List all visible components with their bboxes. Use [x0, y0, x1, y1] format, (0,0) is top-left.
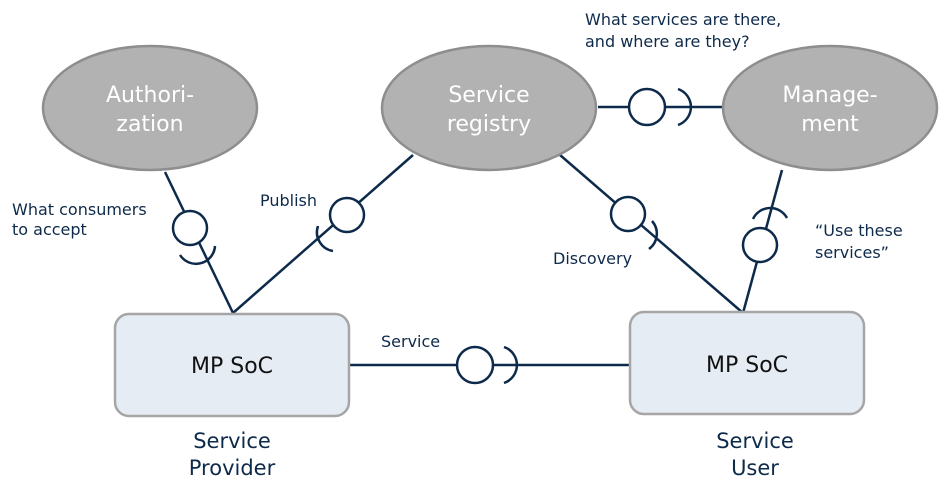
management-label-line-2: ment: [801, 112, 859, 137]
management-ellipse: [721, 44, 939, 172]
interface-registry-management: [627, 87, 693, 127]
socket-arc: [648, 220, 659, 251]
service-registry-label-line-1: Service: [448, 83, 529, 108]
authorization-ellipse: [41, 44, 259, 172]
user-mpsoc-box: [628, 310, 866, 416]
what-services-label-line-2: and where are they?: [585, 32, 750, 51]
interface-ball: [741, 226, 779, 264]
service-user-caption-line-1: Service: [716, 429, 794, 453]
interface-service: [455, 345, 519, 385]
interface-publish: [315, 196, 366, 253]
service-registry-ellipse: [380, 44, 598, 172]
socket-arc: [751, 206, 789, 220]
provider-mpsoc: MP SoC: [113, 312, 351, 418]
interface-ball: [171, 209, 209, 247]
publish-label: Publish: [260, 191, 317, 210]
service-provider-caption-line-2: Provider: [189, 456, 276, 480]
authorization-label-line-1: Authori-: [106, 83, 194, 108]
socket-arc: [315, 225, 334, 253]
interface-management: [741, 206, 789, 264]
provider-mpsoc-box: [113, 312, 351, 418]
interface-discovery: [609, 195, 659, 251]
what-consumers-label-line-1: What consumers: [12, 200, 147, 219]
service-registry-node: Service registry: [380, 44, 598, 172]
what-consumers-label-line-2: to accept: [12, 220, 87, 239]
provider-to-registry-line: [232, 154, 414, 314]
provider-mpsoc-label: MP SoC: [191, 354, 273, 379]
user-mpsoc: MP SoC: [628, 310, 866, 416]
socket-arc: [503, 345, 519, 385]
authorization-node: Authori- zation: [41, 44, 259, 172]
registry-to-user-line: [559, 154, 744, 314]
management-node: Manage- ment: [721, 44, 939, 172]
interface-ball: [328, 196, 366, 234]
use-services-label-line-2: services”: [815, 243, 889, 262]
service-label: Service: [381, 332, 440, 351]
interface-ball: [627, 87, 667, 127]
socket-arc: [677, 87, 693, 127]
user-mpsoc-label: MP SoC: [706, 353, 788, 378]
service-registry-label-line-2: registry: [447, 112, 531, 137]
socket-arc: [178, 245, 217, 266]
management-label-line-1: Manage-: [782, 83, 877, 108]
interface-ball: [455, 345, 495, 385]
interface-authorization: [171, 209, 217, 266]
service-user-caption-line-2: User: [731, 456, 779, 480]
use-services-label-line-1: “Use these: [815, 221, 903, 240]
discovery-label: Discovery: [553, 249, 632, 268]
interface-ball: [609, 195, 647, 233]
service-provider-caption-line-1: Service: [193, 429, 271, 453]
what-services-label-line-1: What services are there,: [585, 10, 781, 29]
authorization-label-line-2: zation: [116, 112, 183, 137]
